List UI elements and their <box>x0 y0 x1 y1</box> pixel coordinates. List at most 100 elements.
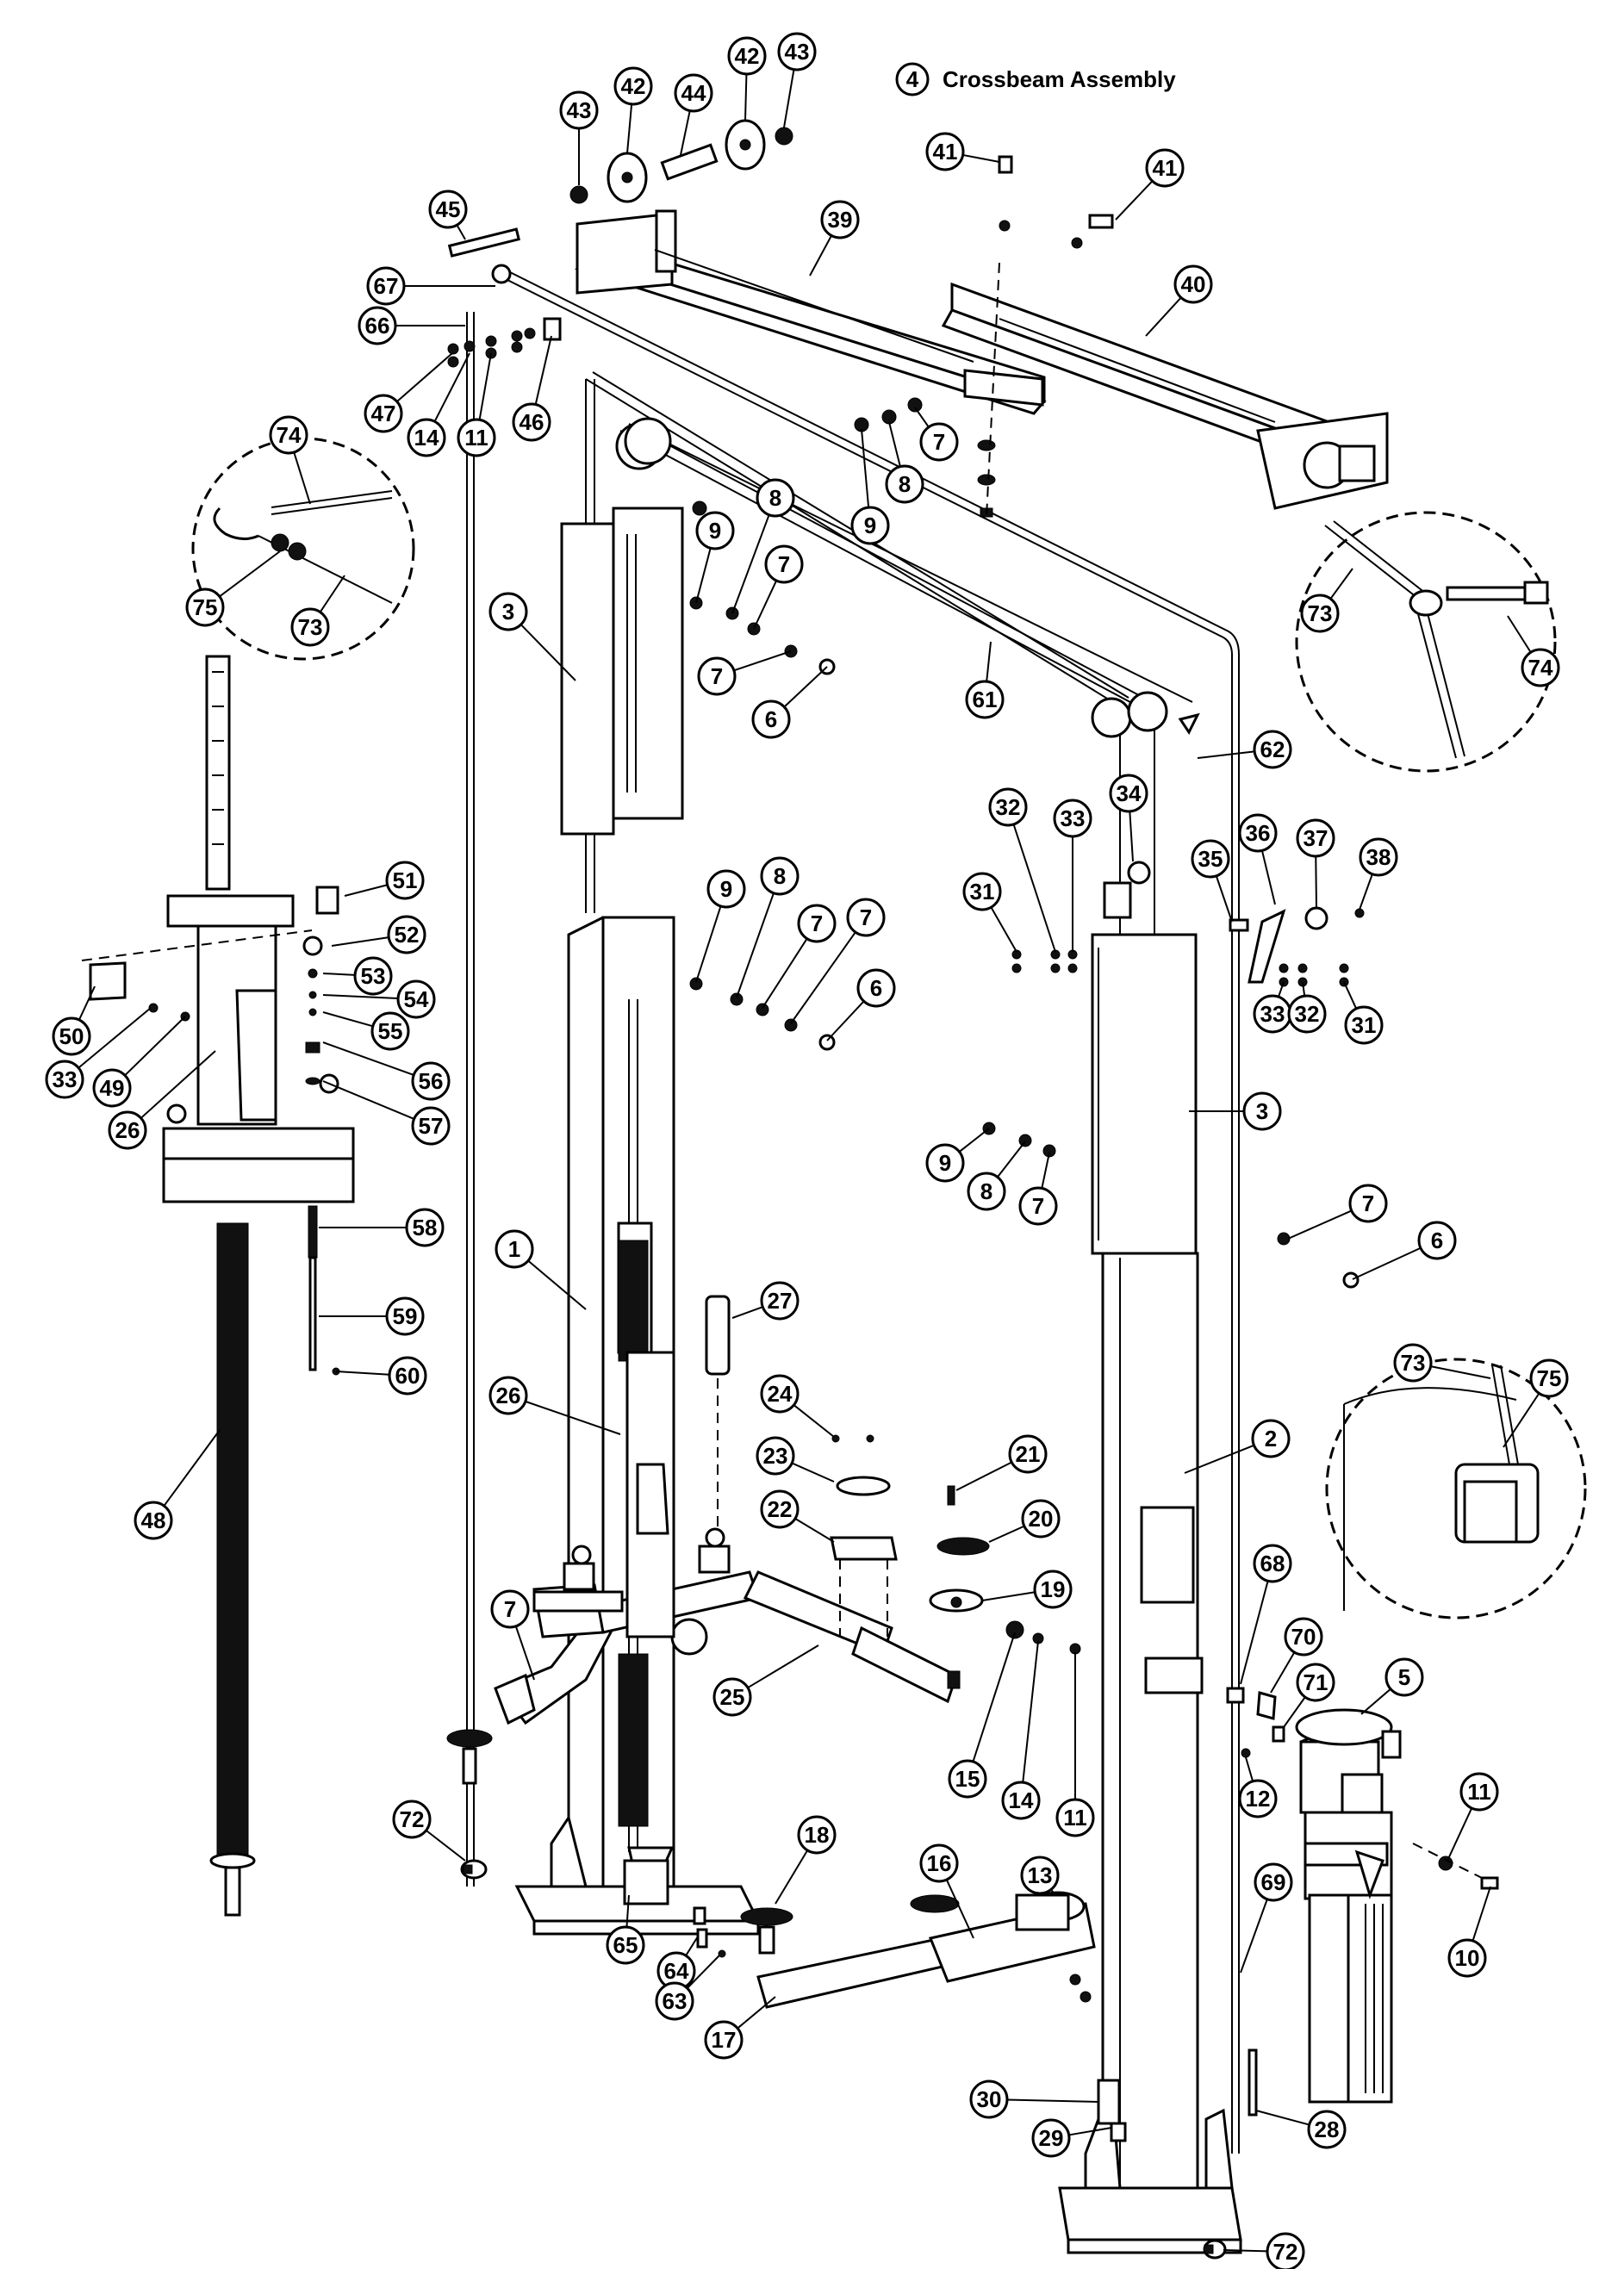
callout-circle <box>1145 148 1185 188</box>
crossbeam-left-half <box>575 209 1047 415</box>
callout-circle <box>457 418 496 457</box>
callout-leader-line <box>1245 1756 1254 1782</box>
callout-number: 8 <box>769 485 781 511</box>
callout-50: 50 <box>52 985 96 1056</box>
callout-75: 75 <box>185 550 281 627</box>
callout-56: 56 <box>322 1041 451 1101</box>
callout-number: 44 <box>681 80 706 106</box>
callout-leader-line <box>1184 1444 1254 1474</box>
callout-leader-line <box>514 1626 535 1681</box>
callout-73: 73 <box>1393 1343 1491 1383</box>
callout-7: 7 <box>914 407 959 462</box>
callout-40: 40 <box>1145 264 1213 337</box>
callout-circle <box>919 1843 959 1883</box>
callout-leader-line <box>1360 1688 1391 1715</box>
callout-8: 8 <box>736 856 800 998</box>
callout-number: 52 <box>395 922 420 948</box>
callout-leader-line <box>1329 568 1353 600</box>
callout-circle <box>1254 1862 1293 1902</box>
callout-leader-line <box>1012 824 1056 953</box>
callout-circle <box>856 968 896 1008</box>
callout-31: 31 <box>962 872 1017 953</box>
callout-64: 64 <box>656 1936 699 1991</box>
callout-number: 12 <box>1246 1786 1271 1812</box>
callout-55: 55 <box>322 1011 410 1051</box>
callout-number: 16 <box>927 1850 952 1876</box>
callout-circle <box>1242 1091 1282 1131</box>
callout-circle <box>269 415 308 455</box>
callout-circle <box>490 1589 530 1629</box>
callout-6: 6 <box>826 968 896 1041</box>
callout-7: 7 <box>1287 1184 1388 1240</box>
callout-circle <box>1020 1856 1060 1895</box>
callout-leader-line <box>456 224 466 240</box>
callout-leader-line <box>990 906 1017 953</box>
callout-circle <box>411 1061 451 1101</box>
callout-3: 3 <box>1189 1091 1282 1131</box>
callout-46: 46 <box>512 335 552 442</box>
callout-42: 42 <box>613 66 653 154</box>
callout-circle <box>925 1143 965 1183</box>
callout-leader-line <box>1041 1152 1050 1189</box>
callout-number: 8 <box>980 1178 992 1204</box>
crossbeam-right-half <box>941 282 1389 510</box>
callout-leader-line <box>1255 2110 1310 2126</box>
callout-circle <box>512 402 551 442</box>
callout-circle <box>1348 1184 1388 1223</box>
callout-leader-line <box>783 666 828 708</box>
callout-circle <box>1031 2118 1071 2158</box>
callout-number: 70 <box>1291 1624 1316 1650</box>
callout-leader-line <box>626 103 633 154</box>
callout-number: 54 <box>404 986 429 1012</box>
callout-15: 15 <box>948 1632 1016 1799</box>
callout-leader-line <box>736 892 775 998</box>
callout-30: 30 <box>969 2079 1099 2119</box>
callout-number: 19 <box>1041 1576 1066 1602</box>
callout-number: 11 <box>464 425 488 451</box>
callout-leader-line <box>322 1011 374 1028</box>
lower-hardware <box>460 1859 1258 2260</box>
callout-circle <box>712 1677 752 1717</box>
callout-circle <box>695 511 735 550</box>
callout-number: 35 <box>1198 846 1223 872</box>
callout-number: 72 <box>400 1806 425 1832</box>
callout-number: 34 <box>1117 780 1142 806</box>
callout-53: 53 <box>322 956 393 996</box>
callout-number: 30 <box>977 2086 1002 2112</box>
callout-number: 25 <box>720 1684 745 1710</box>
callout-circle <box>1300 594 1340 633</box>
callout-number: 33 <box>1061 805 1086 831</box>
callout-leader-line <box>997 1141 1026 1178</box>
callout-18: 18 <box>775 1815 837 1905</box>
left-lift-arm-assembly <box>446 1351 961 1785</box>
callout-35: 35 <box>1191 839 1233 923</box>
callout-leader-line <box>1223 2249 1268 2253</box>
callout-circle <box>1359 837 1398 877</box>
callout-circle <box>704 2020 744 2060</box>
callout-7: 7 <box>790 898 886 1024</box>
callout-circle <box>751 699 791 739</box>
callout-58: 58 <box>319 1208 445 1247</box>
callout-circle <box>967 1172 1006 1211</box>
callout-8: 8 <box>885 421 924 504</box>
callout-32: 32 <box>1287 981 1327 1034</box>
callout-number: 6 <box>870 975 882 1001</box>
title-number-circle <box>895 62 930 96</box>
callout-leader-line <box>425 1830 466 1862</box>
title-group: 4 Crossbeam Assembly <box>895 62 1176 96</box>
callout-26: 26 <box>488 1376 621 1435</box>
callout-circle <box>988 787 1028 827</box>
callout-number: 64 <box>664 1958 689 1984</box>
callout-number: 7 <box>711 663 723 689</box>
callout-number: 39 <box>828 207 853 233</box>
callout-circle <box>366 266 406 306</box>
callout-42: 42 <box>727 36 767 121</box>
callout-leader-line <box>1278 981 1285 998</box>
callout-leader-line <box>1240 1581 1269 1685</box>
callout-leader-line <box>914 407 930 428</box>
callout-45: 45 <box>428 190 468 240</box>
callout-circle <box>797 904 837 943</box>
callout-circle <box>1055 1798 1095 1837</box>
callout-circle <box>820 200 860 239</box>
callout-7: 7 <box>753 544 804 630</box>
